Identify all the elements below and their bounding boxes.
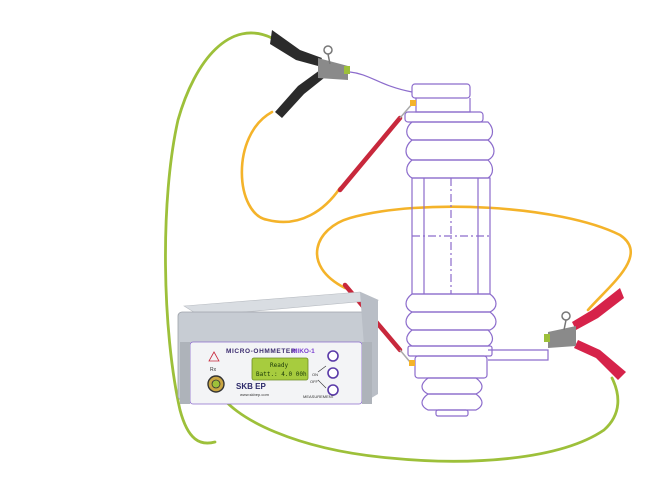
measurement-button[interactable]	[327, 384, 339, 396]
bushing-top-terminal	[411, 83, 471, 99]
brand-logo: SKB EP	[236, 382, 266, 391]
port-label: Rx	[210, 367, 217, 373]
btn-on-label: ON	[312, 372, 318, 377]
warning-icon	[208, 351, 220, 362]
potential-lead-yellow-top	[240, 110, 342, 224]
probe-upper	[337, 103, 413, 193]
clamp-red-bottom	[544, 288, 626, 380]
lcd-line-1: Ready	[270, 362, 288, 369]
probe-contact-lower	[409, 360, 415, 366]
button-top[interactable]	[327, 350, 339, 362]
btn-off-label: OFF	[310, 379, 319, 384]
on-button[interactable]	[327, 367, 339, 379]
brand-url: www.skbep.com	[240, 392, 270, 397]
current-lead-green-top	[164, 31, 274, 445]
device-model: MIKO-1	[292, 348, 315, 355]
clamp-black-top	[270, 30, 413, 118]
device-title: MICRO-OHMMETER	[226, 348, 296, 355]
potential-lead-yellow-loop	[315, 205, 633, 312]
micro-ohmmeter-device: MICRO-OHMMETER MIKO-1 Ready Batt.: 4.0 0…	[177, 291, 380, 405]
current-lead-green-bottom	[214, 376, 620, 463]
lcd-line-2: Batt.: 4.0 00h	[256, 371, 307, 378]
btn-measurement-label: MEASUREMENT	[303, 394, 335, 399]
lcd-screen	[251, 357, 309, 381]
bushing-insulator	[404, 83, 549, 417]
probe-contact-upper	[410, 100, 416, 106]
